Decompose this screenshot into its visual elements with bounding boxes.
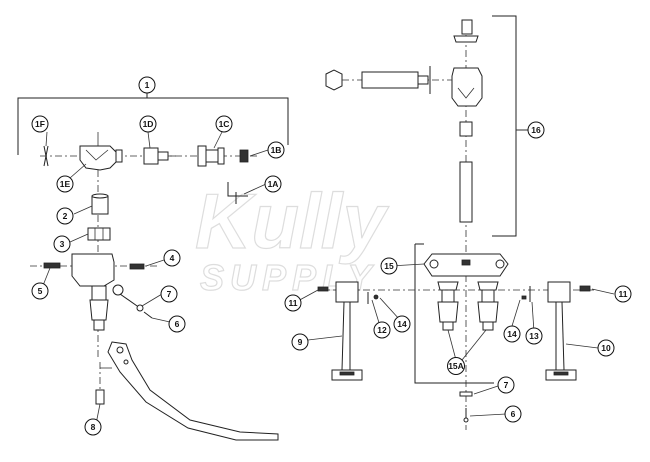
callout-label: 11 — [619, 289, 628, 299]
callout-label: 6 — [511, 409, 516, 419]
part-11-screw-left — [317, 286, 329, 292]
part-15a-valve-left — [437, 281, 459, 331]
part-1f-handle — [43, 145, 49, 167]
callout-label: 16 — [531, 125, 541, 135]
callout-2: 2 — [56, 207, 74, 225]
callout-label: 3 — [60, 239, 65, 249]
part-15a-valve-right — [477, 281, 499, 331]
callout-14-right: 14 — [503, 325, 521, 343]
part-13-washer — [521, 286, 531, 302]
callout-16: 16 — [527, 121, 545, 139]
callout-14-left: 14 — [393, 315, 411, 333]
callout-1d: 1D — [139, 115, 157, 133]
callout-11-right: 11 — [614, 285, 632, 303]
callout-11-left: 11 — [284, 294, 302, 312]
callout-1b: 1B — [267, 141, 285, 159]
part-valve-body — [30, 253, 160, 331]
watermark-logo: Kully SUPPLY — [194, 176, 390, 298]
callout-7: 7 — [160, 285, 178, 303]
part-foot-pedal — [100, 341, 279, 441]
part-1e-tee-body — [79, 132, 123, 171]
part-1d-spindle — [143, 147, 176, 165]
part-1a-lever — [227, 182, 248, 204]
callout-label: 1 — [145, 80, 150, 90]
callout-label: 6 — [175, 319, 180, 329]
callout-label: 1B — [271, 145, 282, 155]
callout-label: 4 — [170, 253, 175, 263]
callout-1f: 1F — [31, 115, 49, 133]
callout-label: 12 — [377, 325, 387, 335]
callout-15a: 15A — [447, 357, 465, 375]
assembly-16-bracket — [492, 15, 528, 237]
callout-13: 13 — [525, 327, 543, 345]
callout-6: 6 — [168, 315, 186, 333]
part-4-screw — [129, 263, 145, 270]
callout-10: 10 — [597, 339, 615, 357]
callout-15: 15 — [380, 257, 398, 275]
callout-1c: 1C — [215, 115, 233, 133]
part-10-leg-right — [545, 281, 577, 381]
part-5-screw — [43, 262, 61, 269]
part-6-pin-bottom — [463, 408, 469, 423]
callout-4: 4 — [163, 249, 181, 267]
part-16-arm — [325, 66, 452, 94]
watermark-line1: Kully — [195, 177, 389, 265]
callout-label: 7 — [167, 289, 172, 299]
part-1c-cap — [197, 145, 225, 167]
callout-1: 1 — [138, 76, 156, 94]
callout-label: 1A — [268, 179, 279, 189]
part-2-bushing — [91, 193, 109, 215]
callout-label: 1E — [60, 179, 71, 189]
part-7-bracket-bottom — [459, 391, 473, 397]
part-9-leg-left — [331, 281, 363, 381]
callout-label: 5 — [38, 286, 43, 296]
callout-8: 8 — [84, 418, 102, 436]
part-12-washer — [367, 292, 379, 304]
part-1b-nut — [239, 149, 249, 163]
part-3-nut — [87, 227, 111, 241]
callout-label: 14 — [507, 329, 517, 339]
callout-label: 1F — [35, 119, 45, 129]
leader-lines — [41, 129, 615, 425]
callout-label: 8 — [91, 422, 96, 432]
callout-1a: 1A — [264, 175, 282, 193]
callout-label: 13 — [529, 331, 539, 341]
callout-7-bottom: 7 — [497, 376, 515, 394]
callout-label: 15A — [448, 361, 464, 371]
callout-1e: 1E — [56, 175, 74, 193]
callout-label: 1C — [219, 119, 230, 129]
part-15-mixing-body — [423, 253, 509, 277]
part-11-screw-right — [579, 285, 591, 292]
callout-label: 9 — [298, 337, 303, 347]
callout-6-bottom: 6 — [504, 405, 522, 423]
callout-label: 1D — [143, 119, 154, 129]
callout-label: 10 — [601, 343, 611, 353]
callout-label: 7 — [504, 380, 509, 390]
callout-label: 14 — [397, 319, 407, 329]
callout-3: 3 — [53, 235, 71, 253]
callout-label: 2 — [63, 211, 68, 221]
part-6-pin — [143, 311, 153, 319]
callout-5: 5 — [31, 282, 49, 300]
callout-9: 9 — [291, 333, 309, 351]
callout-12: 12 — [373, 321, 391, 339]
part-16-gooseneck — [451, 19, 483, 223]
callout-label: 15 — [384, 261, 394, 271]
callout-label: 11 — [289, 298, 298, 308]
part-7-link — [112, 284, 144, 312]
